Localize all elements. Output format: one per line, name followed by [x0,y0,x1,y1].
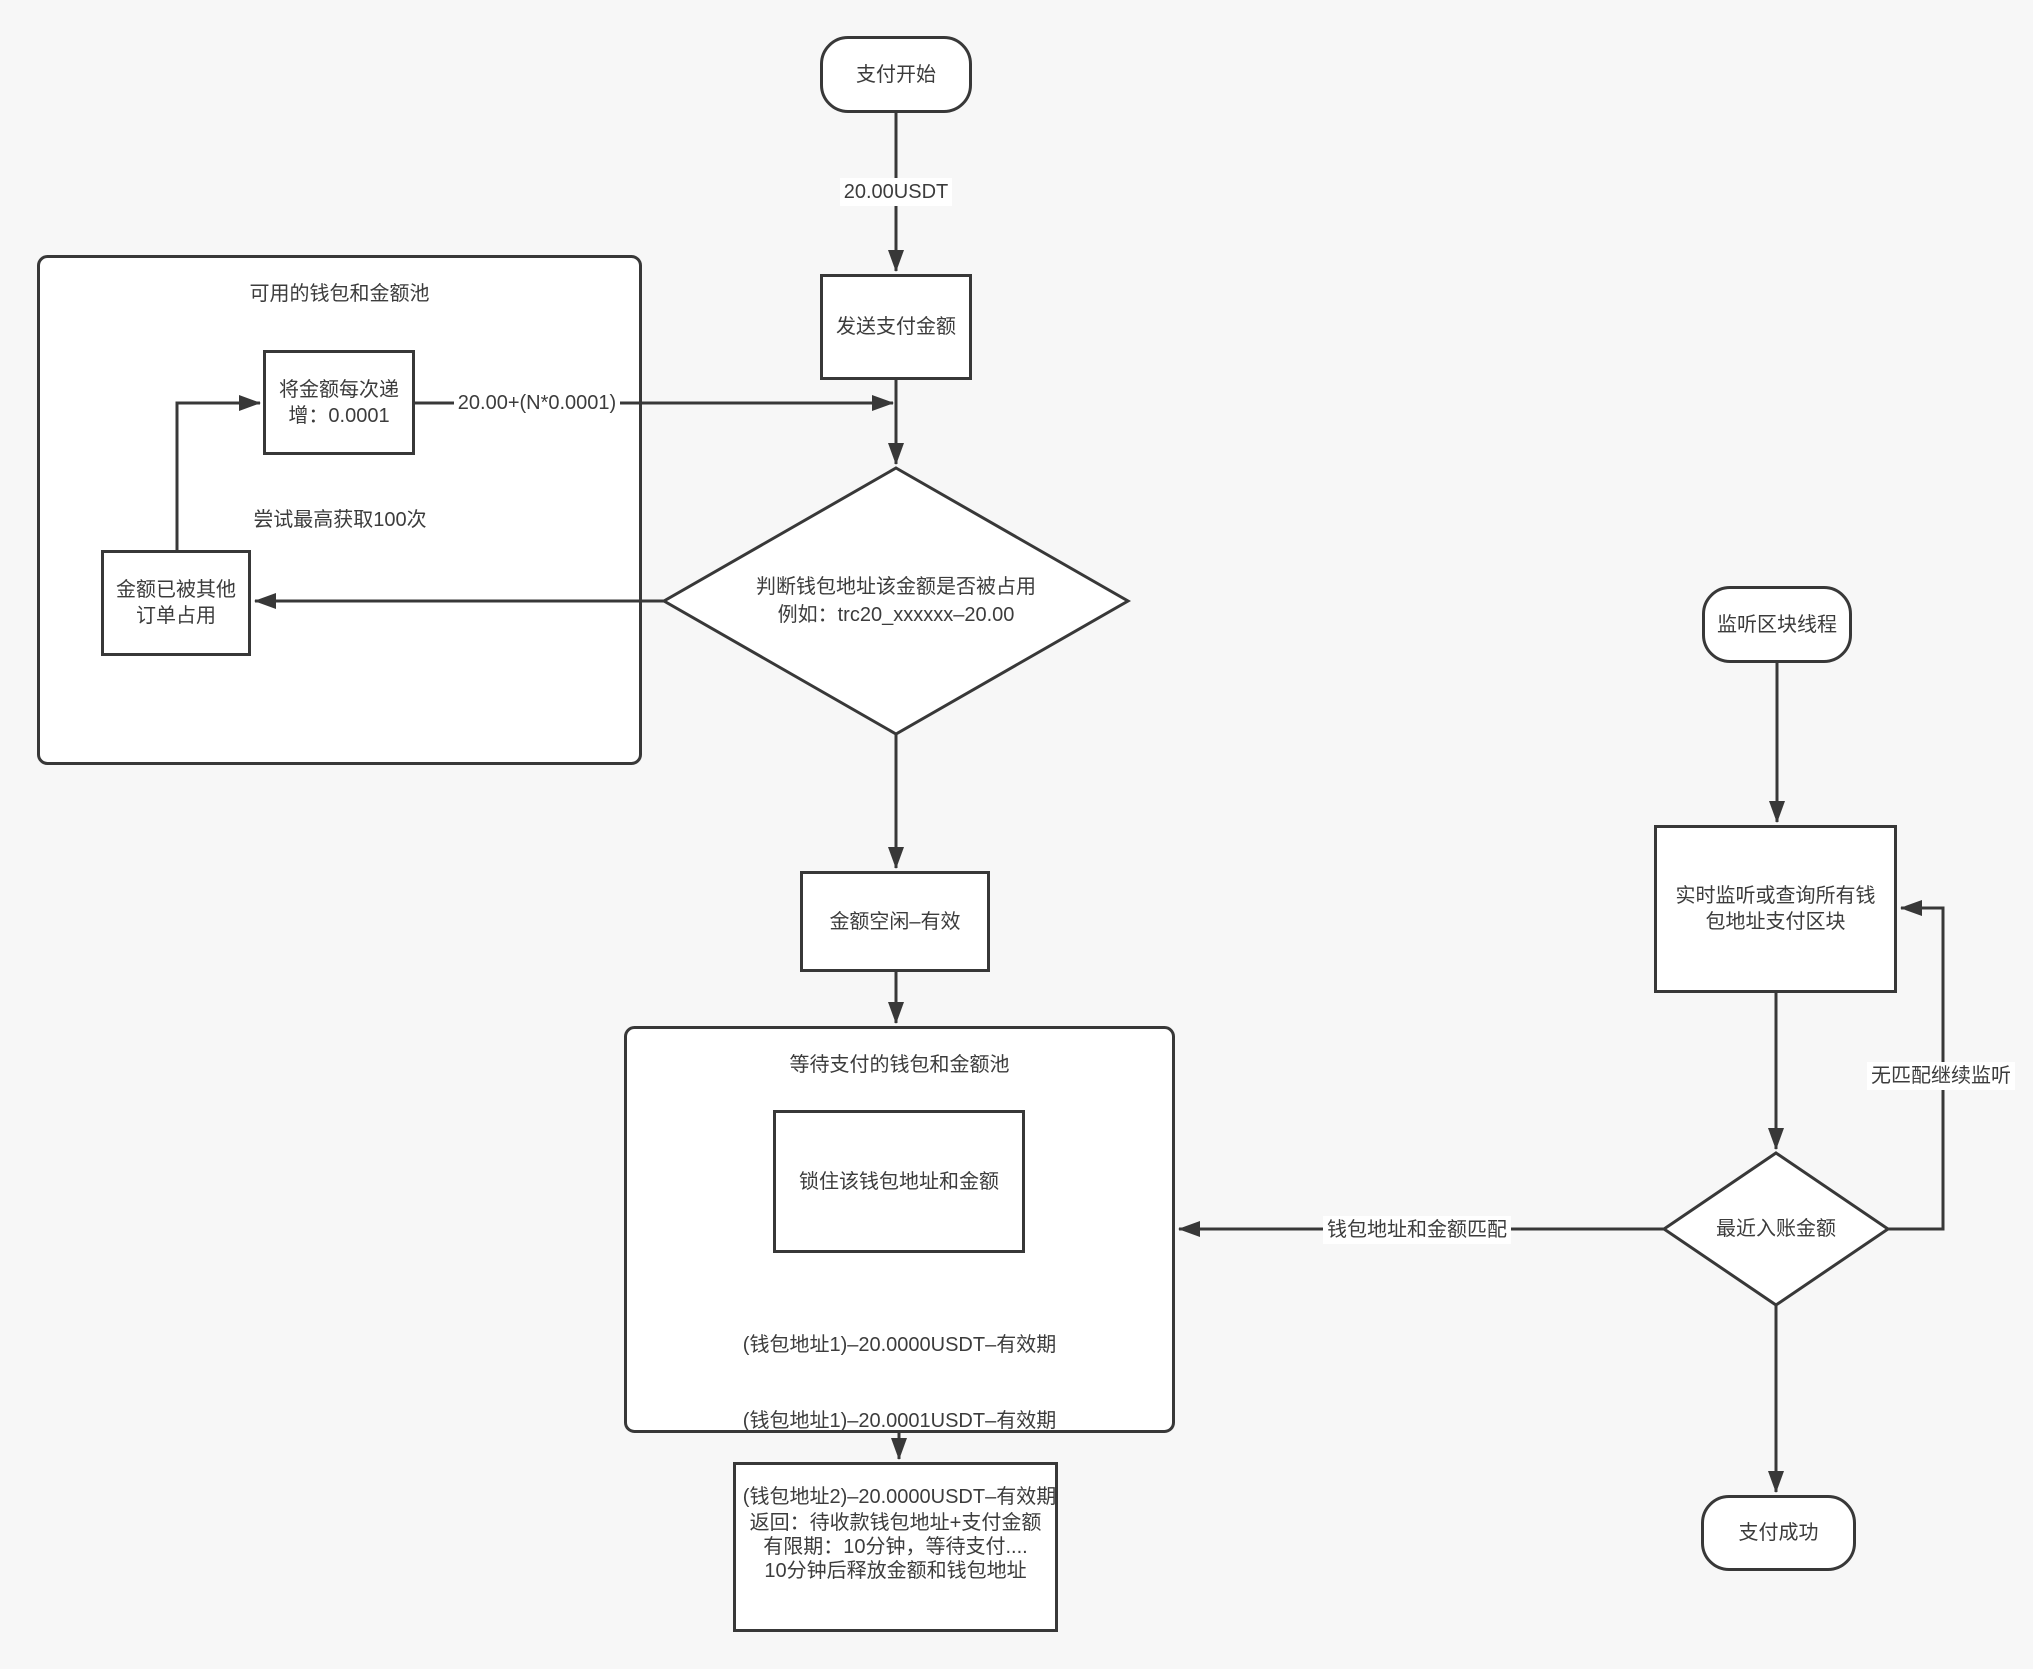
occupied-decision-diamond [660,466,1132,736]
retry-note: 尝试最高获取100次 [253,509,427,531]
occupied-box: 金额已被其他 订单占用 [101,550,251,656]
occupied-decision-label: 判断钱包地址该金额是否被占用 例如：trc20_xxxxxx–20.00 [756,576,1036,626]
edge-occupied-to-increment [175,395,261,550]
no-match-label: 无匹配继续监听 [1841,1062,2033,1090]
increment-box: 将金额每次递 增：0.0001 [263,350,415,455]
return-box: 返回：待收款钱包地址+支付金额 有限期：10分钟，等待支付.... 10分钟后释… [733,1462,1058,1632]
lock-box: 锁住该钱包地址和金额 [773,1110,1025,1253]
listener-start-node: 监听区块线程 [1702,586,1852,663]
incoming-amount-diamond [1661,1151,1891,1307]
success-node: 支付成功 [1701,1495,1856,1571]
waiting-pool-entries: (钱包地址1)–20.0000USDT–有效期 (钱包地址1)–20.0001U… [634,1288,1165,1508]
incoming-amount-label: 最近入账金额 [1716,1218,1836,1240]
monitor-box: 实时监听或查询所有钱 包地址支付区块 [1654,825,1897,993]
payment-amount-label: 20.00USDT [796,178,996,206]
increment-formula-label: 20.00+(N*0.0001) [437,389,637,417]
match-label: 钱包地址和金额匹配 [1317,1216,1517,1244]
available-pool-title: 可用的钱包和金额池 [249,283,430,305]
send-amount-box: 发送支付金额 [820,274,972,380]
start-node: 支付开始 [820,36,972,113]
valid-amount-box: 金额空闲–有效 [800,871,990,972]
pool-entry: (钱包地址2)–20.0000USDT–有效期 [742,1486,1057,1508]
waiting-pool-title: 等待支付的钱包和金额池 [789,1054,1010,1076]
pool-entry: (钱包地址1)–20.0001USDT–有效期 [742,1410,1057,1432]
pool-entry: (钱包地址1)–20.0000USDT–有效期 [742,1334,1057,1356]
